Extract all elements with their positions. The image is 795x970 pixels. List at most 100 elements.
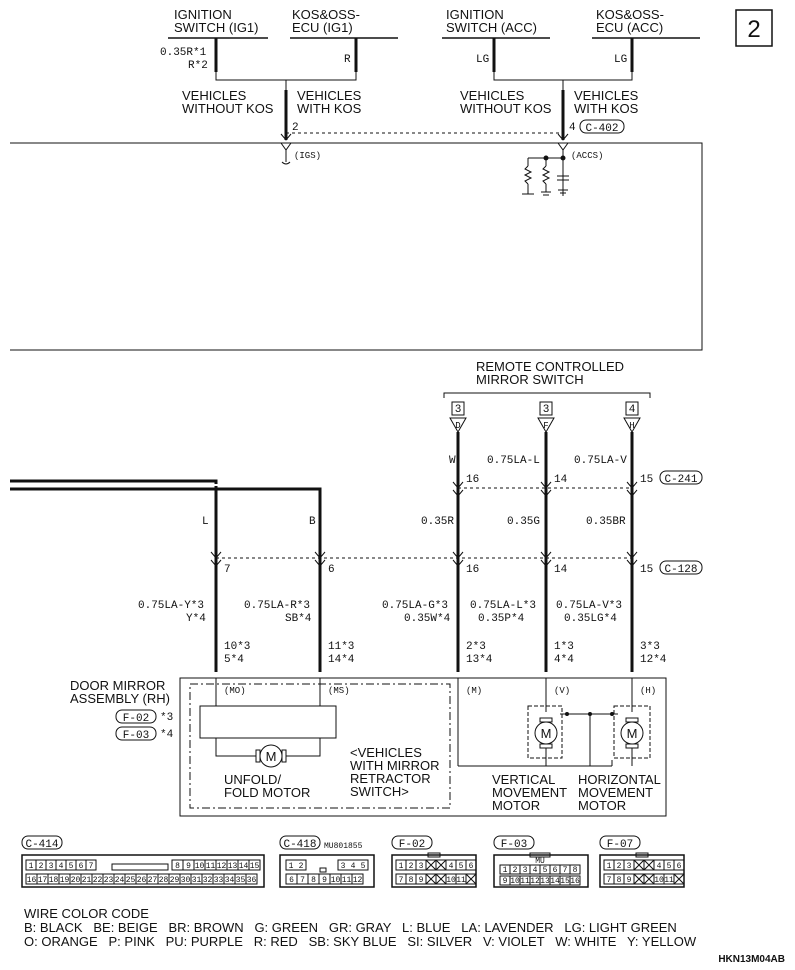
conn-f02: F-02 [399,839,425,851]
connector-blank-cell [425,873,437,885]
label-line: ECU (ACC) [596,20,663,35]
tag-f07 [599,835,641,850]
connector-cell [635,852,649,858]
connector-c128: C-128 [664,564,697,576]
label-line: MOVEMENT [492,785,567,800]
accs-label: (ACCS) [571,151,603,161]
connector-pin-number: 28 [159,876,169,885]
pin3-b: 13*4 [466,654,493,666]
connector-pin-number: 12 [353,876,363,885]
pin-2: 2 [292,122,299,134]
connector-pin-number: 2 [513,866,518,875]
connector-pin-number: 35 [236,876,246,885]
connector-cell [248,859,261,871]
connector-cell [529,852,551,858]
assembly-f03-note: *4 [160,729,174,741]
label-line: MOVEMENT [578,785,653,800]
connector-pin-number: 7 [607,876,612,885]
connector-pin-number: 3 [419,862,424,871]
vertical-motor-symbol: M [541,726,552,741]
connector-cell [599,854,685,888]
connector-pin-number: 10 [654,876,664,885]
resistor-icon [541,165,551,185]
c128-pin-16: 16 [466,564,479,576]
connector-blank-cell [633,859,645,871]
motor-icon: M [620,717,644,749]
wire-la-v: 0.75LA-V [574,455,627,467]
connector-pin-number: 6 [289,876,294,885]
connector-pin-number: 12 [217,862,227,871]
connector-pin-number: 11 [342,876,352,885]
connector-pin-number: 14 [239,862,249,871]
label-line: VEHICLES [182,88,247,103]
connector-blank-cell [435,873,447,885]
connector-cell [21,854,265,888]
legend-line-1: B: BLACK BE: BEIGE BR: BROWN G: GREEN GR… [24,920,677,935]
connector-pin-number: 10 [331,876,341,885]
connector-c402: C-402 [585,123,618,135]
connector-pin-number: 6 [677,862,682,871]
connector-pin-number: 15 [560,877,570,886]
acc-input-circuit [522,155,569,196]
connector-pin-number: 6 [79,862,84,871]
connector-pin-number: 4 [351,862,356,871]
connector-blank-cell [643,859,655,871]
wire2-b: SB*4 [285,613,312,625]
connector-pin-number: 10 [446,876,456,885]
label-line: WITHOUT KOS [460,101,552,116]
connector-pin-number: 7 [563,866,568,875]
label-line: MOTOR [578,798,626,813]
connector-cell [465,873,477,885]
connector-pin-number: 7 [89,862,94,871]
conn-c418-part: MU801855 [324,842,363,851]
connector-cell [279,854,375,888]
kos-ecu-ig1-label: KOS&OSS-ECU (IG1) [292,7,360,35]
label-line: IGNITION [446,7,504,22]
wire-kos-acc: LG [614,54,627,66]
connector-pin-number: 2 [39,862,44,871]
connector-pin-number: 19 [60,876,70,885]
c128-pin-7: 7 [224,564,231,576]
connector-pin-number: 4 [533,866,538,875]
wire3-a: 0.75LA-G*3 [382,600,448,612]
connector-cell [673,873,685,885]
connector-pin-number: 12 [530,877,540,886]
wire5-b: 0.35LG*4 [564,613,617,625]
legend-line-2: O: ORANGE P: PINK PU: PURPLE R: RED SB: … [24,934,697,949]
pin1-b: 5*4 [224,654,244,666]
switch-h: H [629,421,634,431]
connector-pin-number: 36 [247,876,257,885]
connector-pin-number: 9 [419,876,424,885]
c128-pin-6: 6 [328,564,335,576]
connector-pin-number: 27 [148,876,158,885]
connector-pin-number: 4 [449,862,454,871]
assembly-f02-note: *3 [160,712,173,724]
label-line: RETRACTOR [350,771,431,786]
connector-pin-number: 22 [93,876,103,885]
c241-pin-14: 14 [554,474,568,486]
connector-pin-number: 1 [289,862,294,871]
label-line: WITH MIRROR [350,758,440,773]
wire4-a: 0.75LA-L*3 [470,600,536,612]
wire-w: W [449,455,456,467]
connector-blank-cell [643,873,655,885]
connector-pin-number: 7 [399,876,404,885]
connector-pin-number: 9 [627,876,632,885]
connector-cell [245,873,258,885]
connector-pin-number: 6 [469,862,474,871]
motor-icon: M [534,717,558,749]
connector-pin-number: 3 [49,862,54,871]
connector-pin-number: 3 [341,862,346,871]
connector-pin-number: 21 [82,876,92,885]
connector-cell [427,852,441,858]
